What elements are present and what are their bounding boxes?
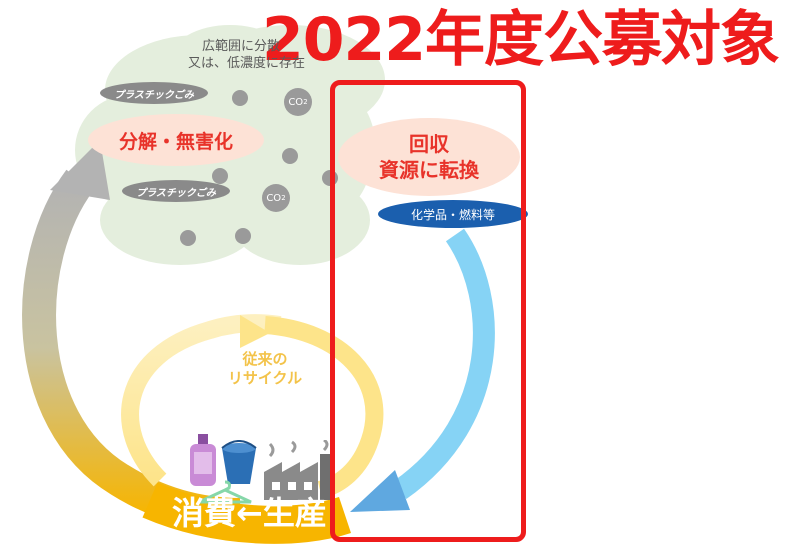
particle-dot bbox=[235, 228, 251, 244]
inner-arrowhead bbox=[240, 315, 270, 348]
hanger-icon bbox=[198, 480, 252, 504]
blue-arrow bbox=[393, 228, 495, 500]
bucket-icon bbox=[221, 440, 257, 484]
plastic-waste-badge: プラスチックごみ bbox=[100, 82, 208, 104]
page-title: 2022年度公募対象 bbox=[262, 5, 780, 75]
cloud-note-line-1: 広範囲に分散 bbox=[202, 39, 281, 54]
decompose-pill: 分解・無害化 bbox=[88, 114, 264, 166]
plastic-waste-badge: プラスチックごみ bbox=[122, 180, 230, 202]
factory-icon bbox=[264, 440, 330, 500]
inner-loop-right bbox=[264, 316, 384, 499]
arrowhead-up bbox=[50, 140, 110, 200]
particle-dot bbox=[180, 230, 196, 246]
decompose-label: 分解・無害化 bbox=[118, 130, 233, 153]
conventional-line-1: 従来の bbox=[242, 350, 288, 368]
conventional-recycling-label: 従来の リサイクル bbox=[215, 350, 315, 388]
chemicals-pill: 化学品・燃料等 bbox=[378, 200, 528, 228]
co2-text: CO bbox=[288, 96, 304, 108]
co2-text: CO bbox=[266, 192, 282, 204]
consume-produce-label: 消費←生産 bbox=[172, 494, 327, 532]
recover-label-2: 資源に転換 bbox=[379, 158, 479, 182]
blue-arrowhead bbox=[350, 470, 410, 512]
co2-sub: 2 bbox=[281, 194, 286, 202]
cloud-note-line-2: 又は、低濃度に存在 bbox=[188, 56, 306, 71]
bottle-icon bbox=[190, 434, 216, 486]
conventional-line-2: リサイクル bbox=[227, 369, 303, 387]
bottom-band bbox=[142, 482, 351, 544]
cloud-note: 広範囲に分散 又は、低濃度に存在 bbox=[188, 38, 388, 72]
target-highlight-frame bbox=[330, 80, 526, 542]
recover-label-1: 回収 bbox=[409, 132, 449, 156]
particle-dot bbox=[232, 90, 248, 106]
particle-dot bbox=[282, 148, 298, 164]
recover-pill: 回収 資源に転換 bbox=[338, 118, 520, 196]
particle-dot bbox=[212, 168, 228, 184]
co2-sub: 2 bbox=[303, 98, 308, 106]
